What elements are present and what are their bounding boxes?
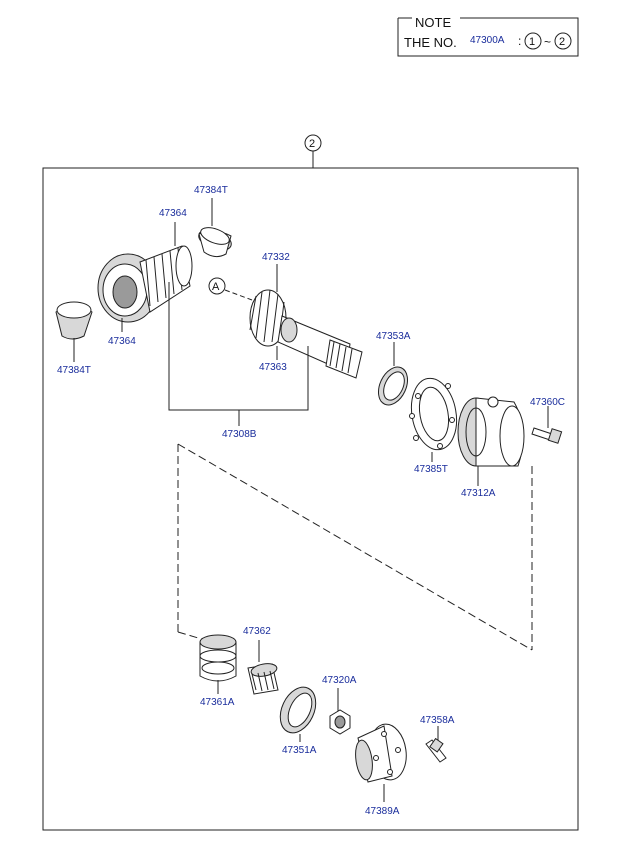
- gasket: [409, 377, 458, 462]
- oil-seal: [199, 634, 237, 694]
- note-circle-end-num: 2: [559, 36, 565, 48]
- note-colon: :: [518, 34, 521, 48]
- callout-a-text: A: [212, 281, 220, 293]
- seal-ring: [377, 342, 409, 406]
- bearing-race-left: [55, 301, 93, 362]
- note-tilde: ~: [544, 35, 551, 49]
- group-marker-num: 2: [309, 138, 315, 150]
- label-47361A: 47361A: [200, 697, 235, 708]
- label-47363: 47363: [259, 362, 287, 373]
- label-47332: 47332: [262, 252, 290, 263]
- label-47360C: 47360C: [530, 397, 565, 408]
- assembly-frame: [42, 167, 579, 831]
- label-47362: 47362: [243, 626, 271, 637]
- callout-a-circle: [208, 277, 226, 295]
- note-title: NOTE: [415, 15, 451, 30]
- label-47358A: 47358A: [420, 715, 455, 726]
- label-47389A: 47389A: [365, 806, 400, 817]
- companion-flange: [355, 723, 407, 802]
- label-47312A: 47312A: [461, 488, 496, 499]
- pinion-shaft-assembly: [249, 264, 363, 379]
- label-47364-top: 47364: [159, 208, 187, 219]
- bearing-race-top: [198, 198, 232, 258]
- label-47385T: 47385T: [414, 464, 448, 475]
- taper-bearing: [247, 640, 279, 695]
- label-47308B: 47308B: [222, 429, 257, 440]
- label-47364-bottom: 47364: [108, 336, 136, 347]
- note-box: NOTE THE NO. 47300A : 1 ~ 2: [397, 15, 579, 57]
- note-ref-number: 47300A: [470, 35, 505, 46]
- lock-nut: [329, 688, 351, 735]
- note-circle-end: [554, 32, 572, 50]
- label-47384T-left: 47384T: [57, 365, 91, 376]
- bolt-flange: [425, 726, 447, 763]
- note-circle-start-num: 1: [529, 36, 535, 48]
- ball-bearing-ring: [279, 686, 317, 742]
- note-circle-start: [524, 32, 542, 50]
- label-47353A: 47353A: [376, 331, 411, 342]
- label-47351A: 47351A: [282, 745, 317, 756]
- label-47384T-top: 47384T: [194, 185, 228, 196]
- label-47320A: 47320A: [322, 675, 357, 686]
- note-the-no: THE NO.: [404, 35, 457, 50]
- bolt-housing: [531, 406, 563, 444]
- extension-housing: [457, 396, 525, 486]
- ring-gear-assembly: [97, 222, 193, 332]
